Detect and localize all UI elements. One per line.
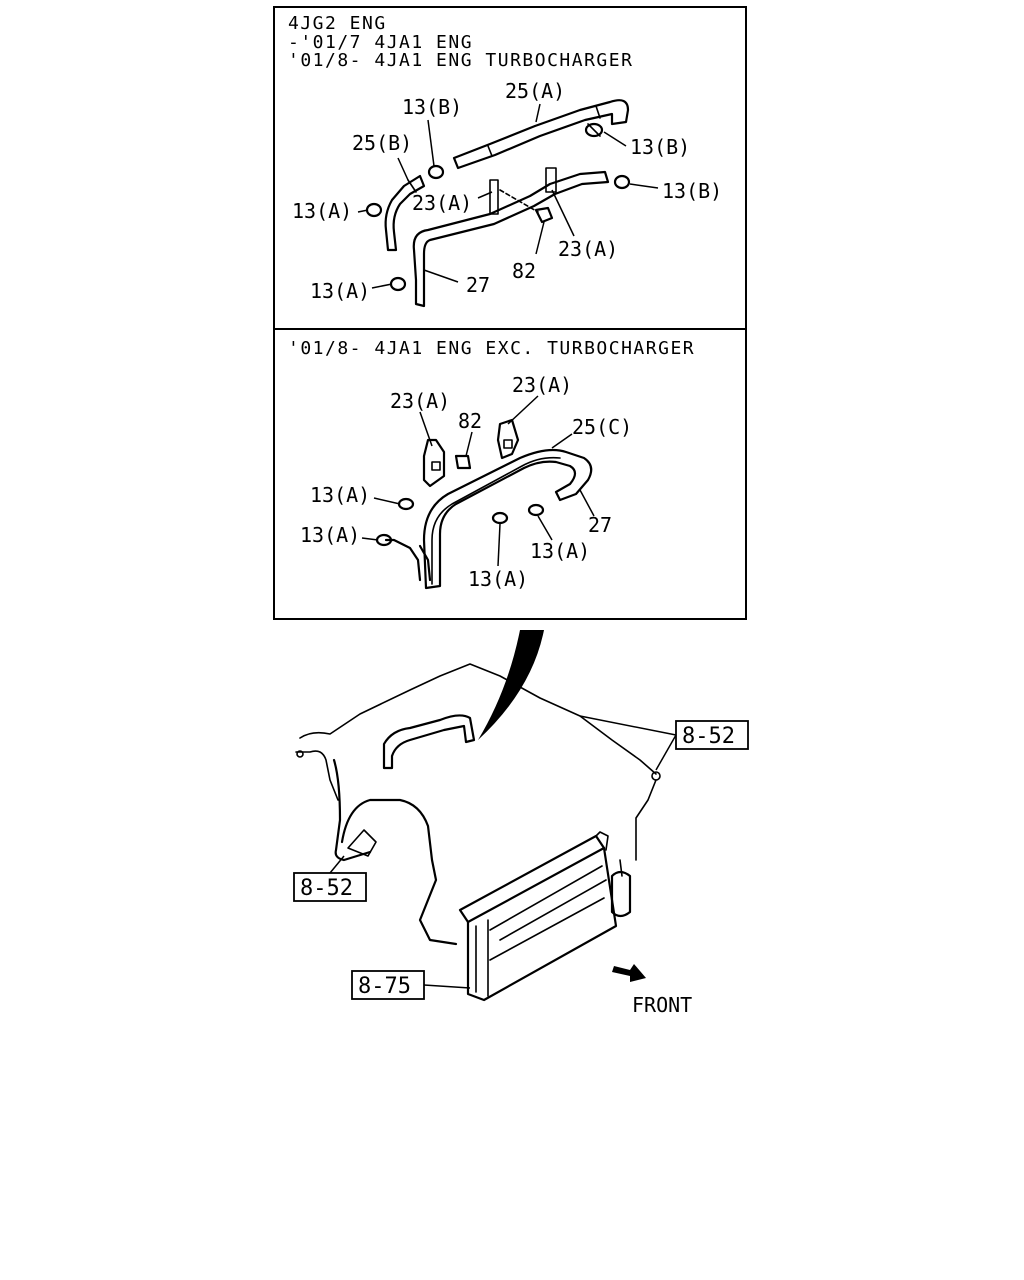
label-lower-23a-left: 23(A) <box>390 389 450 413</box>
label-lower-25c: 25(C) <box>572 415 632 439</box>
leader-82 <box>535 221 545 255</box>
label-13b-a: 13(B) <box>402 95 462 119</box>
compressor-fitting <box>347 829 377 857</box>
label-lower-13a-b: 13(A) <box>300 523 360 547</box>
leader-lower-13a-b <box>361 537 379 541</box>
leader-27 <box>423 269 459 283</box>
clamp-13a-lower-4 <box>491 511 509 525</box>
leader-13b-c <box>629 183 659 189</box>
bolt-82 <box>499 189 554 224</box>
fitting-left <box>296 750 304 758</box>
leader-lower-82 <box>465 431 473 457</box>
label-82: 82 <box>512 259 536 283</box>
label-23a-b: 23(A) <box>558 237 618 261</box>
leader-13b-a <box>427 119 435 167</box>
ref-box-8-52-left[interactable]: 8-52 <box>293 872 367 902</box>
label-lower-13a-a: 13(A) <box>310 483 370 507</box>
clamp-13b-2 <box>427 164 445 180</box>
hose-compressor-left <box>332 758 372 862</box>
label-lower-82: 82 <box>458 409 482 433</box>
clamp-13b-3 <box>613 174 631 190</box>
clamp-13a-lower-1 <box>397 497 415 511</box>
leader-ref-8-52-left <box>329 855 345 874</box>
label-27: 27 <box>466 273 490 297</box>
label-13a-a: 13(A) <box>292 199 352 223</box>
panel-bottom-frame <box>273 328 747 620</box>
leader-13a-b <box>371 283 393 289</box>
label-23a-a: 23(A) <box>412 191 472 215</box>
condenser <box>458 831 618 1002</box>
label-lower-13a-c: 13(A) <box>530 539 590 563</box>
leader-lower-25c <box>551 433 573 449</box>
refrigerant-line-top <box>299 663 657 775</box>
overview-assembly: 8-52 8-52 8-75 FRONT <box>293 630 749 1017</box>
label-13b-c: 13(B) <box>662 179 722 203</box>
ref-box-8-52-right[interactable]: 8-52 <box>675 720 749 750</box>
leader-13b-b <box>603 131 627 147</box>
panel-bottom-header: '01/8- 4JA1 ENG EXC. TURBOCHARGER <box>288 338 695 359</box>
leader-25b <box>397 157 409 181</box>
refrigerant-line-left <box>295 750 339 801</box>
leader-lower-13a-a <box>373 497 401 505</box>
leader-lower-13a-c <box>537 515 553 541</box>
ref-label-8-52-right: 8-52 <box>682 724 735 749</box>
clamp-13a-2 <box>389 276 407 292</box>
clamp-13a-lower-3 <box>527 503 545 517</box>
leader-lower-23a-left <box>419 411 433 447</box>
leader-25a <box>535 103 541 123</box>
label-25b: 25(B) <box>352 131 412 155</box>
leader-lower-27 <box>579 489 595 517</box>
label-lower-27: 27 <box>588 513 612 537</box>
label-13b-b: 13(B) <box>630 135 690 159</box>
hose-25a <box>452 99 630 170</box>
clamp-13a-1 <box>365 202 383 218</box>
bracket-23a-left <box>422 438 446 488</box>
leader-23a-b <box>551 189 575 237</box>
leader-lower-13a-d <box>497 523 501 567</box>
front-label: FRONT <box>632 993 692 1017</box>
callout-pointer <box>478 630 544 740</box>
ref-label-8-75: 8-75 <box>358 974 411 999</box>
front-arrow-icon <box>612 964 646 982</box>
leader-23a-a <box>477 191 493 199</box>
label-13a-b: 13(A) <box>310 279 370 303</box>
pipe-27 <box>412 167 610 308</box>
hose-25b <box>384 174 426 252</box>
bracket-23a-right <box>496 418 520 460</box>
panel-top-header-line-2: -'01/7 4JA1 ENG <box>288 32 473 53</box>
clamp-13b-1 <box>584 122 604 138</box>
leader-ref-8-52-right-b <box>655 734 677 771</box>
hose-25c <box>422 448 593 590</box>
label-25a: 25(A) <box>505 79 565 103</box>
leader-ref-8-75 <box>423 984 471 989</box>
ref-label-8-52-left: 8-52 <box>300 876 353 901</box>
panel-top-header-line-3: '01/8- 4JA1 ENG TURBOCHARGER <box>288 50 633 71</box>
line-to-receiver <box>635 779 657 861</box>
label-lower-13a-d: 13(A) <box>468 567 528 591</box>
leader-lower-23a-right <box>507 395 539 425</box>
hose-assembly-overview <box>382 714 476 770</box>
panel-exc-turbocharger: '01/8- 4JA1 ENG EXC. TURBOCHARGER <box>273 328 747 620</box>
bolt-82-lower <box>454 454 472 470</box>
receiver-drier <box>610 859 632 918</box>
ref-box-8-75[interactable]: 8-75 <box>351 970 425 1000</box>
leader-13a-a <box>357 209 369 213</box>
hose-compressor-to-condenser <box>340 798 458 946</box>
panel-top-header-line-1: 4JG2 ENG <box>288 13 387 34</box>
label-lower-23a-right: 23(A) <box>512 373 572 397</box>
panel-turbocharger: 4JG2 ENG -'01/7 4JA1 ENG '01/8- 4JA1 ENG… <box>273 6 747 330</box>
leader-ref-8-52-right-a <box>579 715 677 736</box>
